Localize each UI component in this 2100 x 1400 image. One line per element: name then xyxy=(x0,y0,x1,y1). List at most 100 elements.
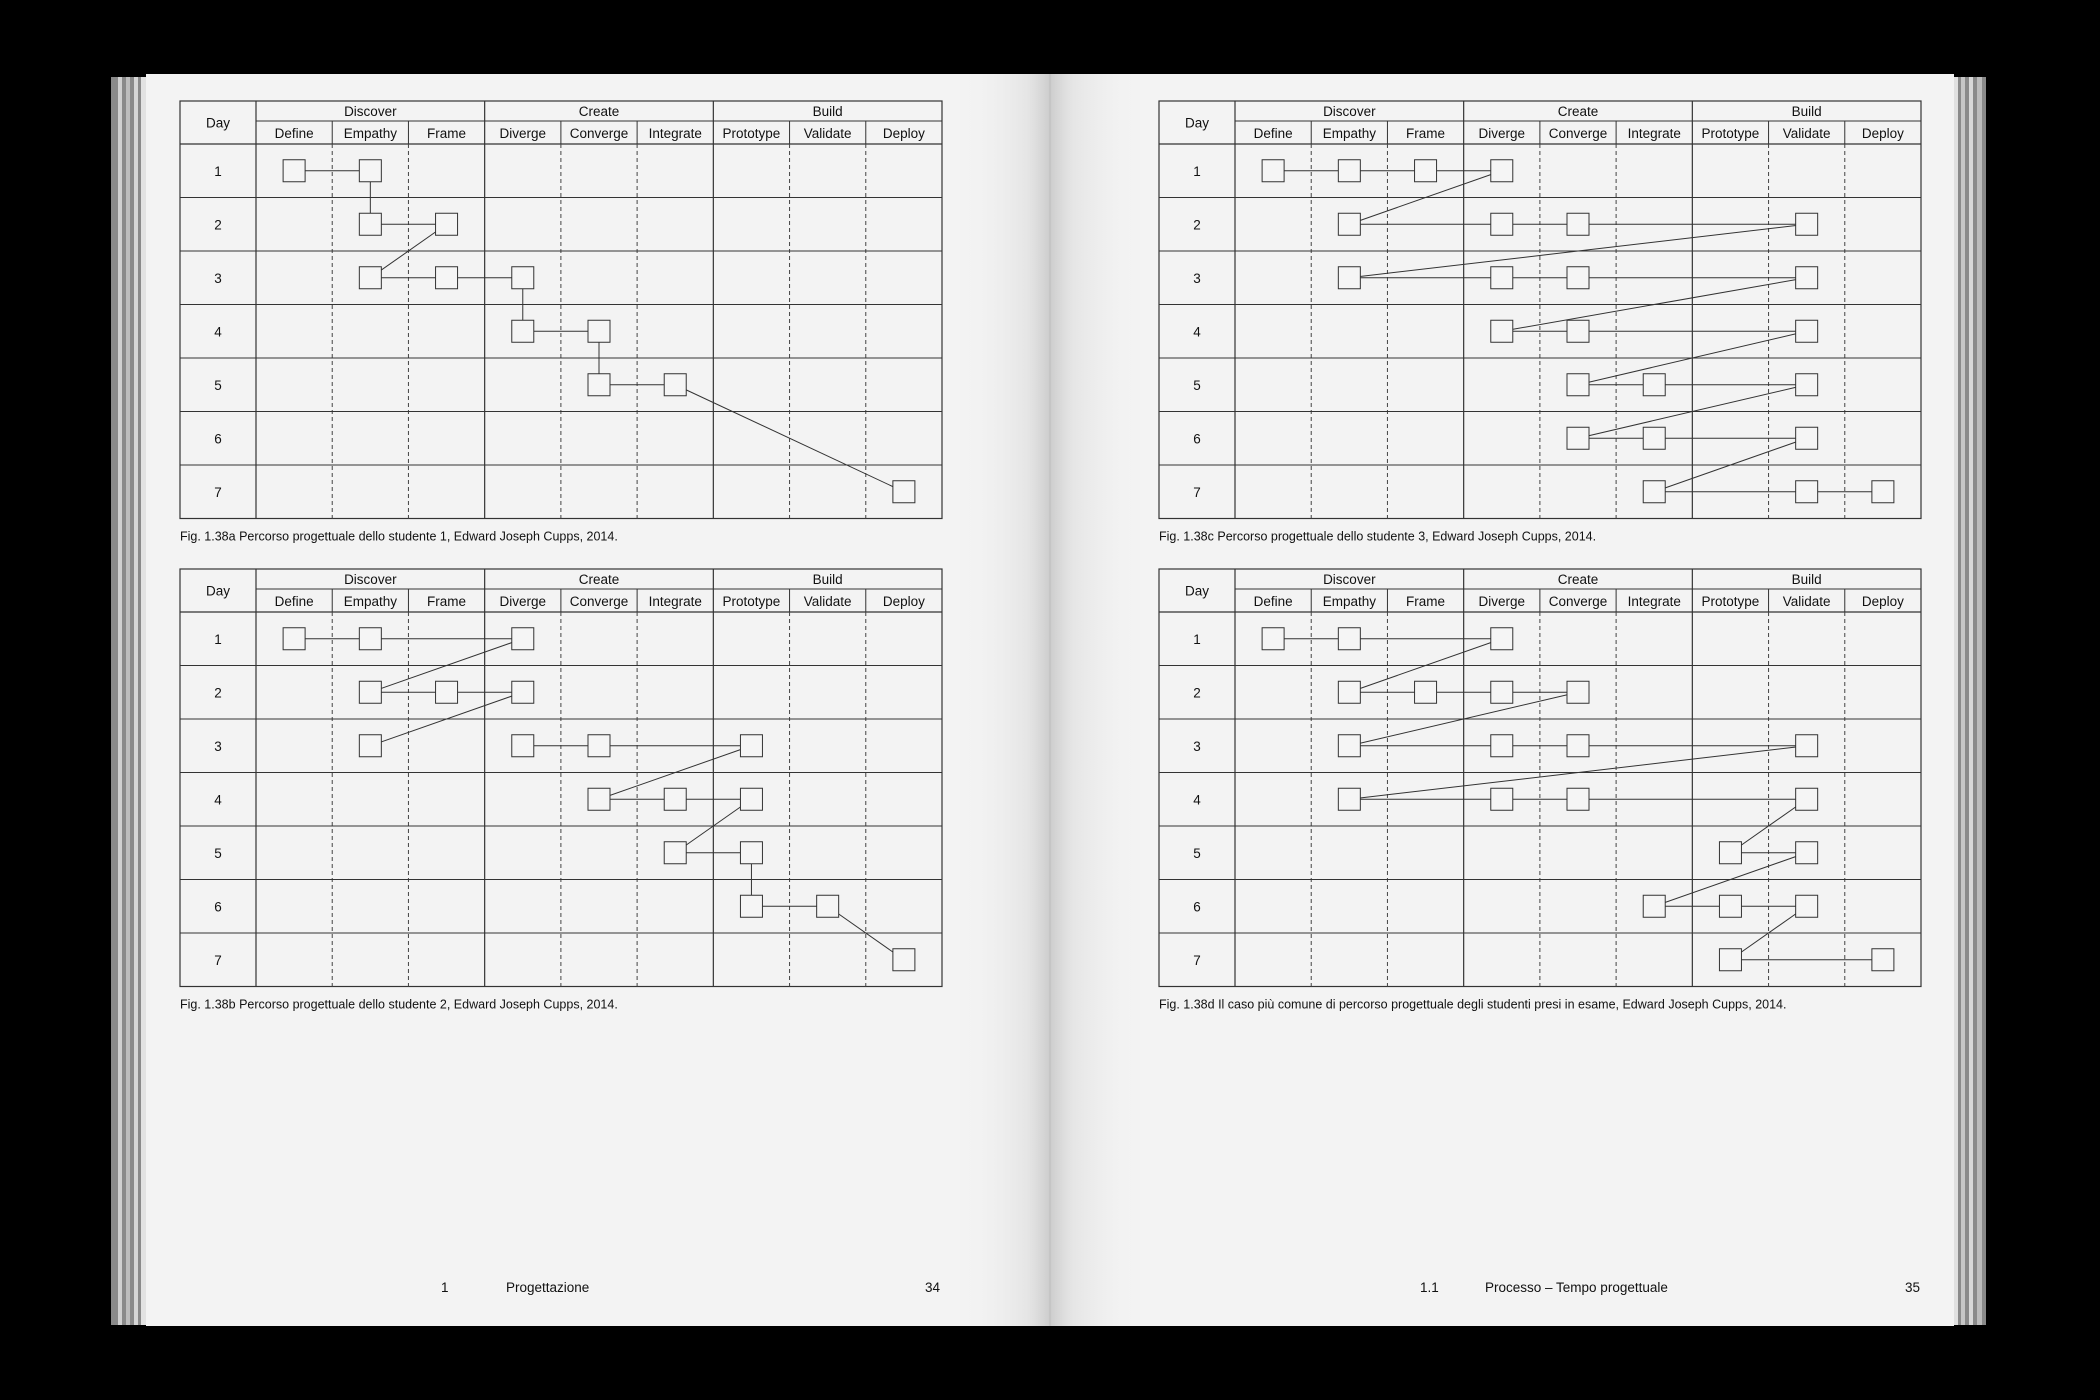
column-header-define: Define xyxy=(275,126,314,141)
process-node xyxy=(739,734,763,758)
process-node xyxy=(1566,373,1590,397)
process-node xyxy=(1795,480,1819,504)
figure-label: Fig. 1.38b xyxy=(180,998,239,1012)
column-header-define: Define xyxy=(1254,594,1293,609)
column-header-define: Define xyxy=(275,594,314,609)
process-node xyxy=(663,787,687,811)
figure-caption-text: Il caso più comune di percorso progettua… xyxy=(1218,998,1786,1012)
figure-caption-text: Percorso progettuale dello studente 2, E… xyxy=(239,998,618,1012)
column-header-deploy: Deploy xyxy=(1862,594,1904,609)
process-node xyxy=(358,159,382,183)
day-label: 3 xyxy=(214,271,222,286)
day-label: 3 xyxy=(1193,739,1201,754)
column-header-integrate: Integrate xyxy=(1628,594,1681,609)
column-header-frame: Frame xyxy=(427,594,466,609)
column-header-validate: Validate xyxy=(804,594,852,609)
process-node xyxy=(663,373,687,397)
column-header-converge: Converge xyxy=(1549,594,1608,609)
process-node xyxy=(1718,841,1742,865)
process-node xyxy=(1795,426,1819,450)
column-header-integrate: Integrate xyxy=(1628,126,1681,141)
process-node xyxy=(587,319,611,343)
column-header-converge: Converge xyxy=(1549,126,1608,141)
right-footer: 1.1 Processo – Tempo progettuale 35 xyxy=(1420,1280,1920,1295)
group-header-build: Build xyxy=(1792,104,1822,119)
process-node xyxy=(1795,734,1819,758)
group-header-discover: Discover xyxy=(1323,572,1376,587)
process-node xyxy=(1566,787,1590,811)
column-header-diverge: Diverge xyxy=(1479,126,1526,141)
path-edge xyxy=(370,691,523,747)
process-node xyxy=(892,480,916,504)
process-node xyxy=(1642,894,1666,918)
process-node xyxy=(1795,841,1819,865)
left-footer: 1 Progettazione 34 xyxy=(441,1280,941,1295)
figure-label: Fig. 1.38a xyxy=(180,530,239,544)
column-header-converge: Converge xyxy=(570,594,629,609)
day-label: 7 xyxy=(214,953,222,968)
column-header-integrate: Integrate xyxy=(649,594,702,609)
left-page-number: 34 xyxy=(925,1280,941,1295)
day-label: 4 xyxy=(1193,792,1201,807)
process-node xyxy=(435,680,459,704)
path-edge xyxy=(1501,277,1807,332)
process-node xyxy=(1566,319,1590,343)
day-label: 7 xyxy=(1193,485,1201,500)
figure-caption-text: Percorso progettuale dello studente 1, E… xyxy=(239,530,618,544)
process-node xyxy=(1490,680,1514,704)
day-label: 5 xyxy=(1193,846,1201,861)
process-node xyxy=(358,680,382,704)
day-label: 2 xyxy=(1193,685,1201,700)
path-edge xyxy=(827,905,905,961)
path-edge xyxy=(1577,330,1807,386)
group-header-build: Build xyxy=(1792,572,1822,587)
process-node xyxy=(358,627,382,651)
column-header-deploy: Deploy xyxy=(883,594,925,609)
process-node xyxy=(1718,948,1742,972)
process-node xyxy=(1337,266,1361,290)
day-label: 1 xyxy=(1193,632,1201,647)
column-header-empathy: Empathy xyxy=(344,126,398,141)
day-label: 2 xyxy=(1193,217,1201,232)
group-header-create: Create xyxy=(579,104,620,119)
process-node xyxy=(511,319,535,343)
process-node xyxy=(1337,212,1361,236)
column-header-prototype: Prototype xyxy=(1702,126,1760,141)
path-edge xyxy=(1730,798,1807,854)
figure-caption: Fig. 1.38a Percorso progettuale dello st… xyxy=(180,530,618,544)
process-node xyxy=(1261,627,1285,651)
day-label: 7 xyxy=(1193,953,1201,968)
day-label: 3 xyxy=(1193,271,1201,286)
process-node xyxy=(1490,787,1514,811)
process-node xyxy=(1871,480,1895,504)
process-node xyxy=(1566,266,1590,290)
column-header-deploy: Deploy xyxy=(883,126,925,141)
group-header-discover: Discover xyxy=(1323,104,1376,119)
path-edge xyxy=(1654,437,1807,493)
column-header-validate: Validate xyxy=(1783,126,1831,141)
process-node xyxy=(1337,627,1361,651)
path-edge xyxy=(675,384,905,493)
day-label: 2 xyxy=(214,217,222,232)
day-label: 1 xyxy=(214,632,222,647)
group-header-create: Create xyxy=(1558,104,1599,119)
column-header-frame: Frame xyxy=(1406,594,1445,609)
column-header-converge: Converge xyxy=(570,126,629,141)
process-node xyxy=(1414,159,1438,183)
column-header-empathy: Empathy xyxy=(1323,594,1377,609)
column-header-deploy: Deploy xyxy=(1862,126,1904,141)
process-node xyxy=(435,266,459,290)
process-node xyxy=(739,787,763,811)
figure-caption: Fig. 1.38c Percorso progettuale dello st… xyxy=(1159,530,1596,544)
process-node xyxy=(587,373,611,397)
process-node xyxy=(1642,426,1666,450)
day-header: Day xyxy=(1185,116,1209,131)
figure-caption: Fig. 1.38d Il caso più comune di percors… xyxy=(1159,998,1786,1012)
process-node xyxy=(358,266,382,290)
column-header-define: Define xyxy=(1254,126,1293,141)
path-edge xyxy=(1349,638,1502,693)
day-label: 5 xyxy=(1193,378,1201,393)
